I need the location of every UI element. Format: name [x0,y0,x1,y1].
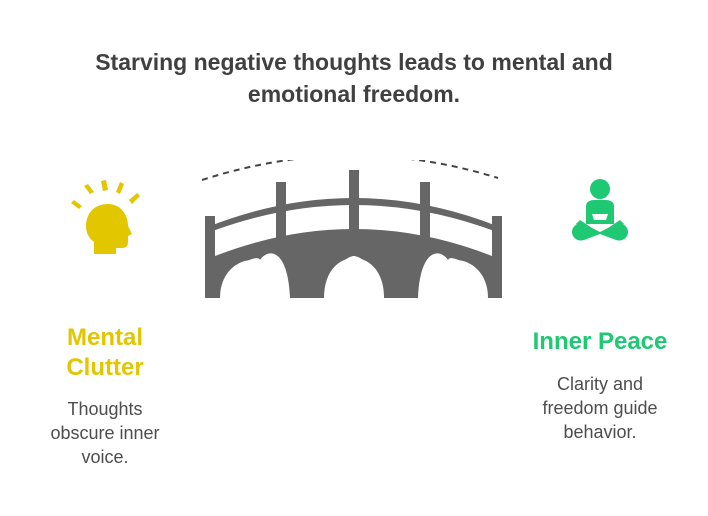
post-center [349,170,359,242]
left-label-line-2: Clutter [66,354,144,381]
arched-bridge-icon [201,160,502,298]
post-left [276,182,286,248]
post-right [420,182,430,248]
post-left-end [205,216,215,298]
stressed-head-icon [71,180,140,254]
title-line-1: Starving negative thoughts leads to ment… [95,49,613,75]
right-desc-line-2: freedom guide [542,398,658,418]
right-desc-line-3: behavior. [563,422,637,442]
diagram-title: Starving negative thoughts leads to ment… [0,46,708,110]
left-desc-line-2: obscure inner [50,423,160,443]
title-line-2: emotional freedom. [247,81,461,107]
handrail [210,198,497,232]
inner-peace-label: Inner Peace [532,328,668,355]
left-desc-line-3: voice. [81,447,129,467]
meditating-person-icon [572,179,628,241]
inner-peace-description: Clarity and freedom guide behavior. [520,372,680,444]
right-desc-line-1: Clarity and [556,374,644,394]
mental-clutter-label: Mental Clutter [40,323,170,383]
bridge-deck [210,229,497,298]
left-label-line-1: Mental [66,324,143,351]
left-desc-line-1: Thoughts [67,399,143,419]
mental-clutter-description: Thoughts obscure inner voice. [40,397,170,469]
post-right-end [492,216,502,298]
